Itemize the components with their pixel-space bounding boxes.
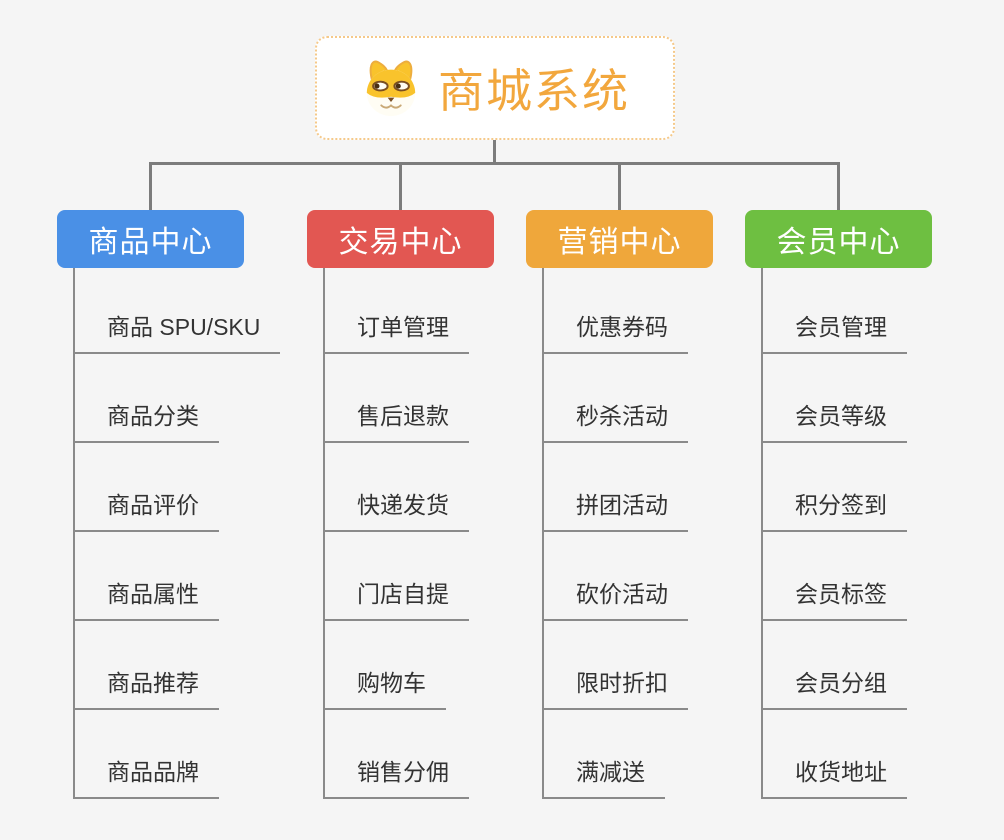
leaf-node[interactable]: 商品分类 (75, 354, 244, 443)
leaf-node[interactable]: 商品属性 (75, 532, 244, 621)
leaf-node[interactable]: 商品品牌 (75, 710, 244, 799)
branch-1: 商品中心 商品 SPU/SKU 商品分类 商品评价 商品属性 商品推荐 商品品牌 (57, 210, 281, 799)
branch-4: 会员中心 会员管理 会员等级 积分签到 会员标签 会员分组 收货地址 (745, 210, 932, 799)
leaf-label: 会员标签 (763, 575, 907, 621)
leaf-label: 拼团活动 (544, 486, 688, 532)
root-title: 商城系统 (438, 65, 630, 117)
leaf-node[interactable]: 拼团活动 (544, 443, 713, 532)
branch-header-4[interactable]: 会员中心 (745, 210, 932, 268)
leaf-label: 购物车 (325, 664, 446, 710)
leaf-label: 商品分类 (75, 397, 219, 443)
branch-header-1[interactable]: 商品中心 (57, 210, 244, 268)
leaf-label: 商品属性 (75, 575, 219, 621)
branch-items: 订单管理 售后退款 快递发货 门店自提 购物车 销售分佣 (323, 268, 494, 799)
leaf-node[interactable]: 售后退款 (325, 354, 494, 443)
connector-horizontal-bar (149, 162, 840, 165)
dog-icon (360, 58, 422, 118)
leaf-node[interactable]: 商品推荐 (75, 621, 244, 710)
leaf-label: 限时折扣 (544, 664, 688, 710)
connector-drop-4 (837, 162, 840, 210)
leaf-node[interactable]: 秒杀活动 (544, 354, 713, 443)
leaf-node[interactable]: 商品评价 (75, 443, 244, 532)
branch-items: 优惠券码 秒杀活动 拼团活动 砍价活动 限时折扣 满减送 (542, 268, 713, 799)
leaf-label: 快递发货 (325, 486, 469, 532)
leaf-label: 满减送 (544, 753, 665, 799)
connector-drop-3 (618, 162, 621, 210)
leaf-node[interactable]: 门店自提 (325, 532, 494, 621)
leaf-label: 门店自提 (325, 575, 469, 621)
connector-drop-1 (149, 162, 152, 210)
branch-items: 商品 SPU/SKU 商品分类 商品评价 商品属性 商品推荐 商品品牌 (73, 268, 281, 799)
leaf-node[interactable]: 收货地址 (763, 710, 932, 799)
leaf-node[interactable]: 满减送 (544, 710, 713, 799)
leaf-node[interactable]: 订单管理 (325, 268, 494, 354)
leaf-label: 砍价活动 (544, 575, 688, 621)
leaf-node[interactable]: 商品 SPU/SKU (75, 268, 281, 354)
leaf-label: 售后退款 (325, 397, 469, 443)
leaf-label: 商品品牌 (75, 753, 219, 799)
leaf-label: 积分签到 (763, 486, 907, 532)
branch-header-2[interactable]: 交易中心 (307, 210, 494, 268)
leaf-label: 销售分佣 (325, 753, 469, 799)
leaf-label: 商品 SPU/SKU (75, 308, 281, 354)
branch-2: 交易中心 订单管理 售后退款 快递发货 门店自提 购物车 销售分佣 (307, 210, 494, 799)
branch-3: 营销中心 优惠券码 秒杀活动 拼团活动 砍价活动 限时折扣 满减送 (526, 210, 713, 799)
leaf-label: 会员分组 (763, 664, 907, 710)
leaf-label: 会员管理 (763, 308, 907, 354)
leaf-label: 会员等级 (763, 397, 907, 443)
leaf-label: 商品评价 (75, 486, 219, 532)
leaf-node[interactable]: 积分签到 (763, 443, 932, 532)
leaf-label: 商品推荐 (75, 664, 219, 710)
leaf-node[interactable]: 限时折扣 (544, 621, 713, 710)
leaf-node[interactable]: 销售分佣 (325, 710, 494, 799)
leaf-node[interactable]: 会员标签 (763, 532, 932, 621)
leaf-node[interactable]: 会员分组 (763, 621, 932, 710)
root-node[interactable]: 商城系统 (315, 36, 675, 140)
branch-items: 会员管理 会员等级 积分签到 会员标签 会员分组 收货地址 (761, 268, 932, 799)
leaf-node[interactable]: 快递发货 (325, 443, 494, 532)
leaf-node[interactable]: 会员等级 (763, 354, 932, 443)
leaf-label: 优惠券码 (544, 308, 688, 354)
leaf-node[interactable]: 会员管理 (763, 268, 932, 354)
leaf-node[interactable]: 砍价活动 (544, 532, 713, 621)
connector-root-stub (493, 140, 496, 162)
leaf-node[interactable]: 购物车 (325, 621, 494, 710)
leaf-node[interactable]: 优惠券码 (544, 268, 713, 354)
leaf-label: 订单管理 (325, 308, 469, 354)
branch-header-3[interactable]: 营销中心 (526, 210, 713, 268)
connector-drop-2 (399, 162, 402, 210)
leaf-label: 秒杀活动 (544, 397, 688, 443)
leaf-label: 收货地址 (763, 753, 907, 799)
